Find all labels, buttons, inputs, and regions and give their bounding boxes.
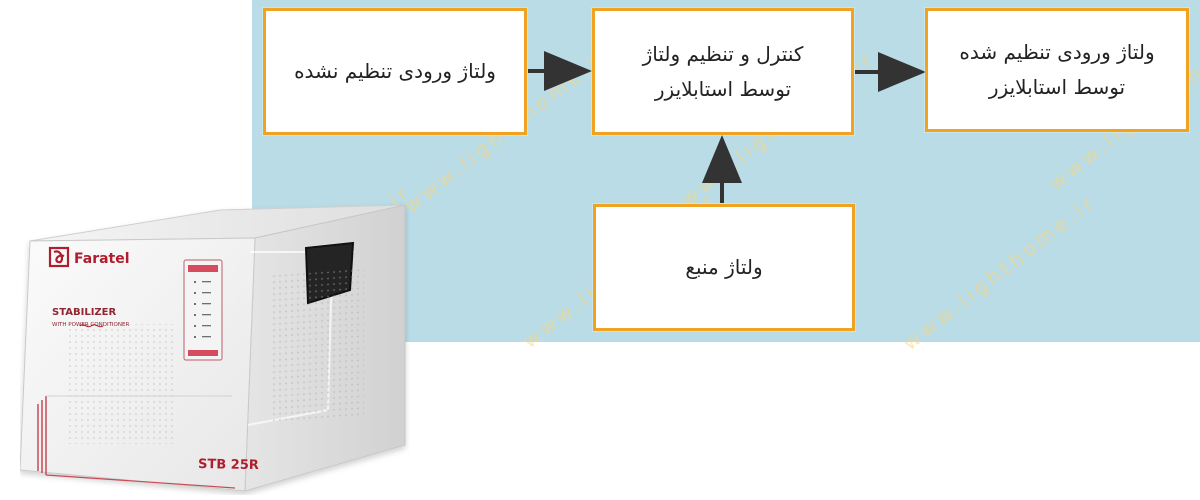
- display-panel-footer: [188, 350, 218, 356]
- voltage-stabilizer-device-image: Faratel STABILIZER WITH POWER CONDITIONE…: [20, 204, 406, 492]
- source-voltage-label: ولتاژ منبع: [685, 255, 763, 279]
- stabilizer-control-label: کنترل و تنظیم ولتاژ توسط استابلایزر: [642, 41, 804, 101]
- front-ventilation-grille: [68, 324, 176, 444]
- display-panel-header: [188, 265, 218, 272]
- side-ventilation-grille: [272, 267, 364, 425]
- brand-logo-icon: [48, 246, 70, 268]
- display-indicator-lines: [194, 281, 211, 338]
- device-model-text: STB 25R: [198, 457, 259, 473]
- source-voltage-block: ولتاژ منبع: [593, 204, 855, 331]
- unregulated-input-voltage-label: ولتاژ ورودی تنظیم نشده: [294, 59, 496, 83]
- device-stabilizer-text: STABILIZER: [52, 307, 117, 318]
- device-power-conditioner-text: WITH POWER CONDITIONER: [52, 322, 129, 328]
- regulated-output-voltage-label: ولتاژ ورودی تنظیم شده توسط استابلایزر: [959, 40, 1155, 99]
- stabilizer-control-block: کنترل و تنظیم ولتاژ توسط استابلایزر: [592, 8, 854, 135]
- unregulated-input-voltage-block: ولتاژ ورودی تنظیم نشده: [263, 8, 527, 135]
- front-display-panel: [183, 259, 223, 361]
- regulated-output-voltage-block: ولتاژ ورودی تنظیم شده توسط استابلایزر: [925, 8, 1189, 132]
- device-brand-text: Faratel: [74, 251, 130, 267]
